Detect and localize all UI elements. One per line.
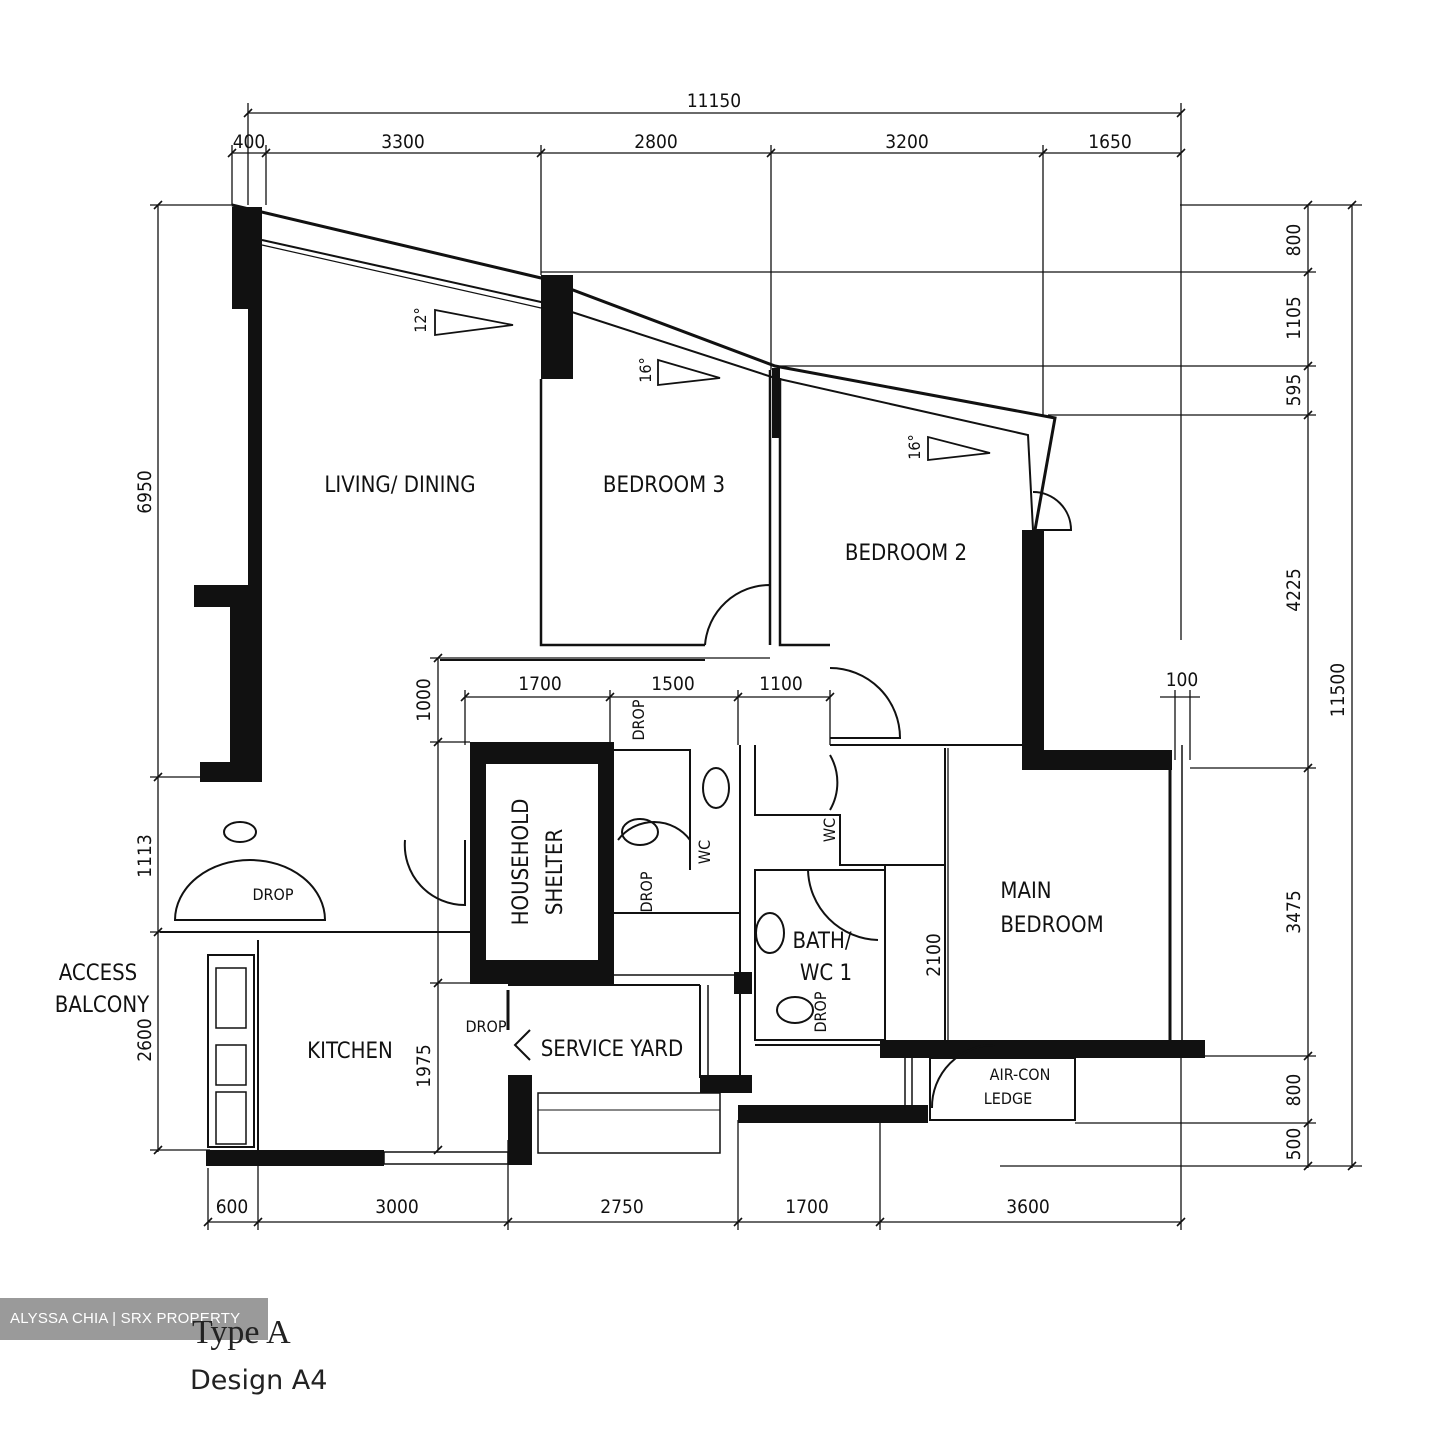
label-aircon-2: LEDGE: [984, 1089, 1032, 1108]
dim-left-3: 2600: [134, 1018, 156, 1062]
label-angle-16a: 16°: [636, 357, 655, 383]
room-labels: LIVING/ DINING BEDROOM 3 BEDROOM 2 MAIN …: [55, 307, 1104, 1108]
dim-top-3: 2800: [634, 131, 678, 153]
dim-bottom-1: 600: [216, 1196, 249, 1218]
dim-bottom-4: 1700: [785, 1196, 829, 1218]
label-bedroom-3: BEDROOM 3: [603, 473, 725, 498]
plan-design-title: Design A4: [190, 1365, 328, 1396]
label-access-1: ACCESS: [59, 961, 137, 986]
dim-top-4: 3200: [885, 131, 929, 153]
dim-right-overall: 11500: [1327, 663, 1349, 717]
label-wc-middle: WC: [820, 818, 839, 842]
label-service-yard: SERVICE YARD: [541, 1037, 684, 1062]
dim-right-1: 800: [1283, 224, 1305, 257]
dim-inner-1975: 1975: [413, 1044, 435, 1088]
dim-bottom-5: 3600: [1006, 1196, 1050, 1218]
dim-right-7: 500: [1283, 1128, 1305, 1161]
dim-inner-1700: 1700: [518, 673, 562, 695]
label-bedroom-2: BEDROOM 2: [845, 541, 967, 566]
walls: [160, 203, 1205, 1166]
dim-top-1: 400: [233, 131, 266, 153]
dim-inner-2100: 2100: [923, 933, 945, 977]
dim-top-overall: 11150: [687, 90, 741, 112]
dim-right-4: 4225: [1283, 568, 1305, 612]
dim-bottom-2: 3000: [375, 1196, 419, 1218]
label-access-2: BALCONY: [55, 993, 150, 1018]
label-angle-12: 12°: [411, 307, 430, 333]
dim-right-5: 3475: [1283, 890, 1305, 934]
label-shelter-1: HOUSEHOLD: [509, 799, 534, 926]
label-angle-16b: 16°: [905, 434, 924, 460]
dim-right-3: 595: [1283, 374, 1305, 407]
watermark-banner: ALYSSA CHIA | SRX PROPERTY: [0, 1298, 268, 1340]
label-main-bedroom-1: MAIN: [1000, 879, 1051, 904]
dim-left-2: 1113: [134, 834, 156, 878]
dim-bottom-3: 2750: [600, 1196, 644, 1218]
dim-top-2: 3300: [381, 131, 425, 153]
dim-inner-1500: 1500: [651, 673, 695, 695]
window-markers: [434, 308, 991, 462]
label-bath-2: WC 1: [800, 961, 852, 986]
dim-left-1: 6950: [134, 470, 156, 514]
label-drop-wc2: DROP: [637, 871, 656, 912]
label-drop-kitchen: DROP: [465, 1017, 506, 1036]
dim-inner-100: 100: [1166, 669, 1199, 691]
label-drop-bath: DROP: [811, 991, 830, 1032]
label-main-bedroom-2: BEDROOM: [1000, 913, 1103, 938]
dim-inner-1000: 1000: [413, 678, 435, 722]
dim-right-2: 1105: [1283, 296, 1305, 340]
plan-type-title: Type A: [192, 1314, 291, 1351]
dimension-labels: 11150 400 3300 2800 3200 1650 600 3000 2…: [134, 90, 1349, 1218]
doors-and-fixtures: [173, 491, 1073, 1109]
dim-top-5: 1650: [1088, 131, 1132, 153]
label-kitchen: KITCHEN: [307, 1039, 393, 1064]
label-drop-wc: DROP: [629, 699, 648, 740]
label-living-dining: LIVING/ DINING: [324, 473, 475, 498]
label-wc-upper: WC: [695, 840, 714, 864]
dim-inner-1100: 1100: [759, 673, 803, 695]
dimension-ticks: [153, 108, 1357, 1227]
dim-right-6: 800: [1283, 1074, 1305, 1107]
label-shelter-2: SHELTER: [543, 829, 568, 916]
label-drop-access: DROP: [252, 885, 293, 904]
label-aircon-1: AIR-CON: [990, 1065, 1051, 1084]
label-bath-1: BATH/: [792, 929, 851, 954]
